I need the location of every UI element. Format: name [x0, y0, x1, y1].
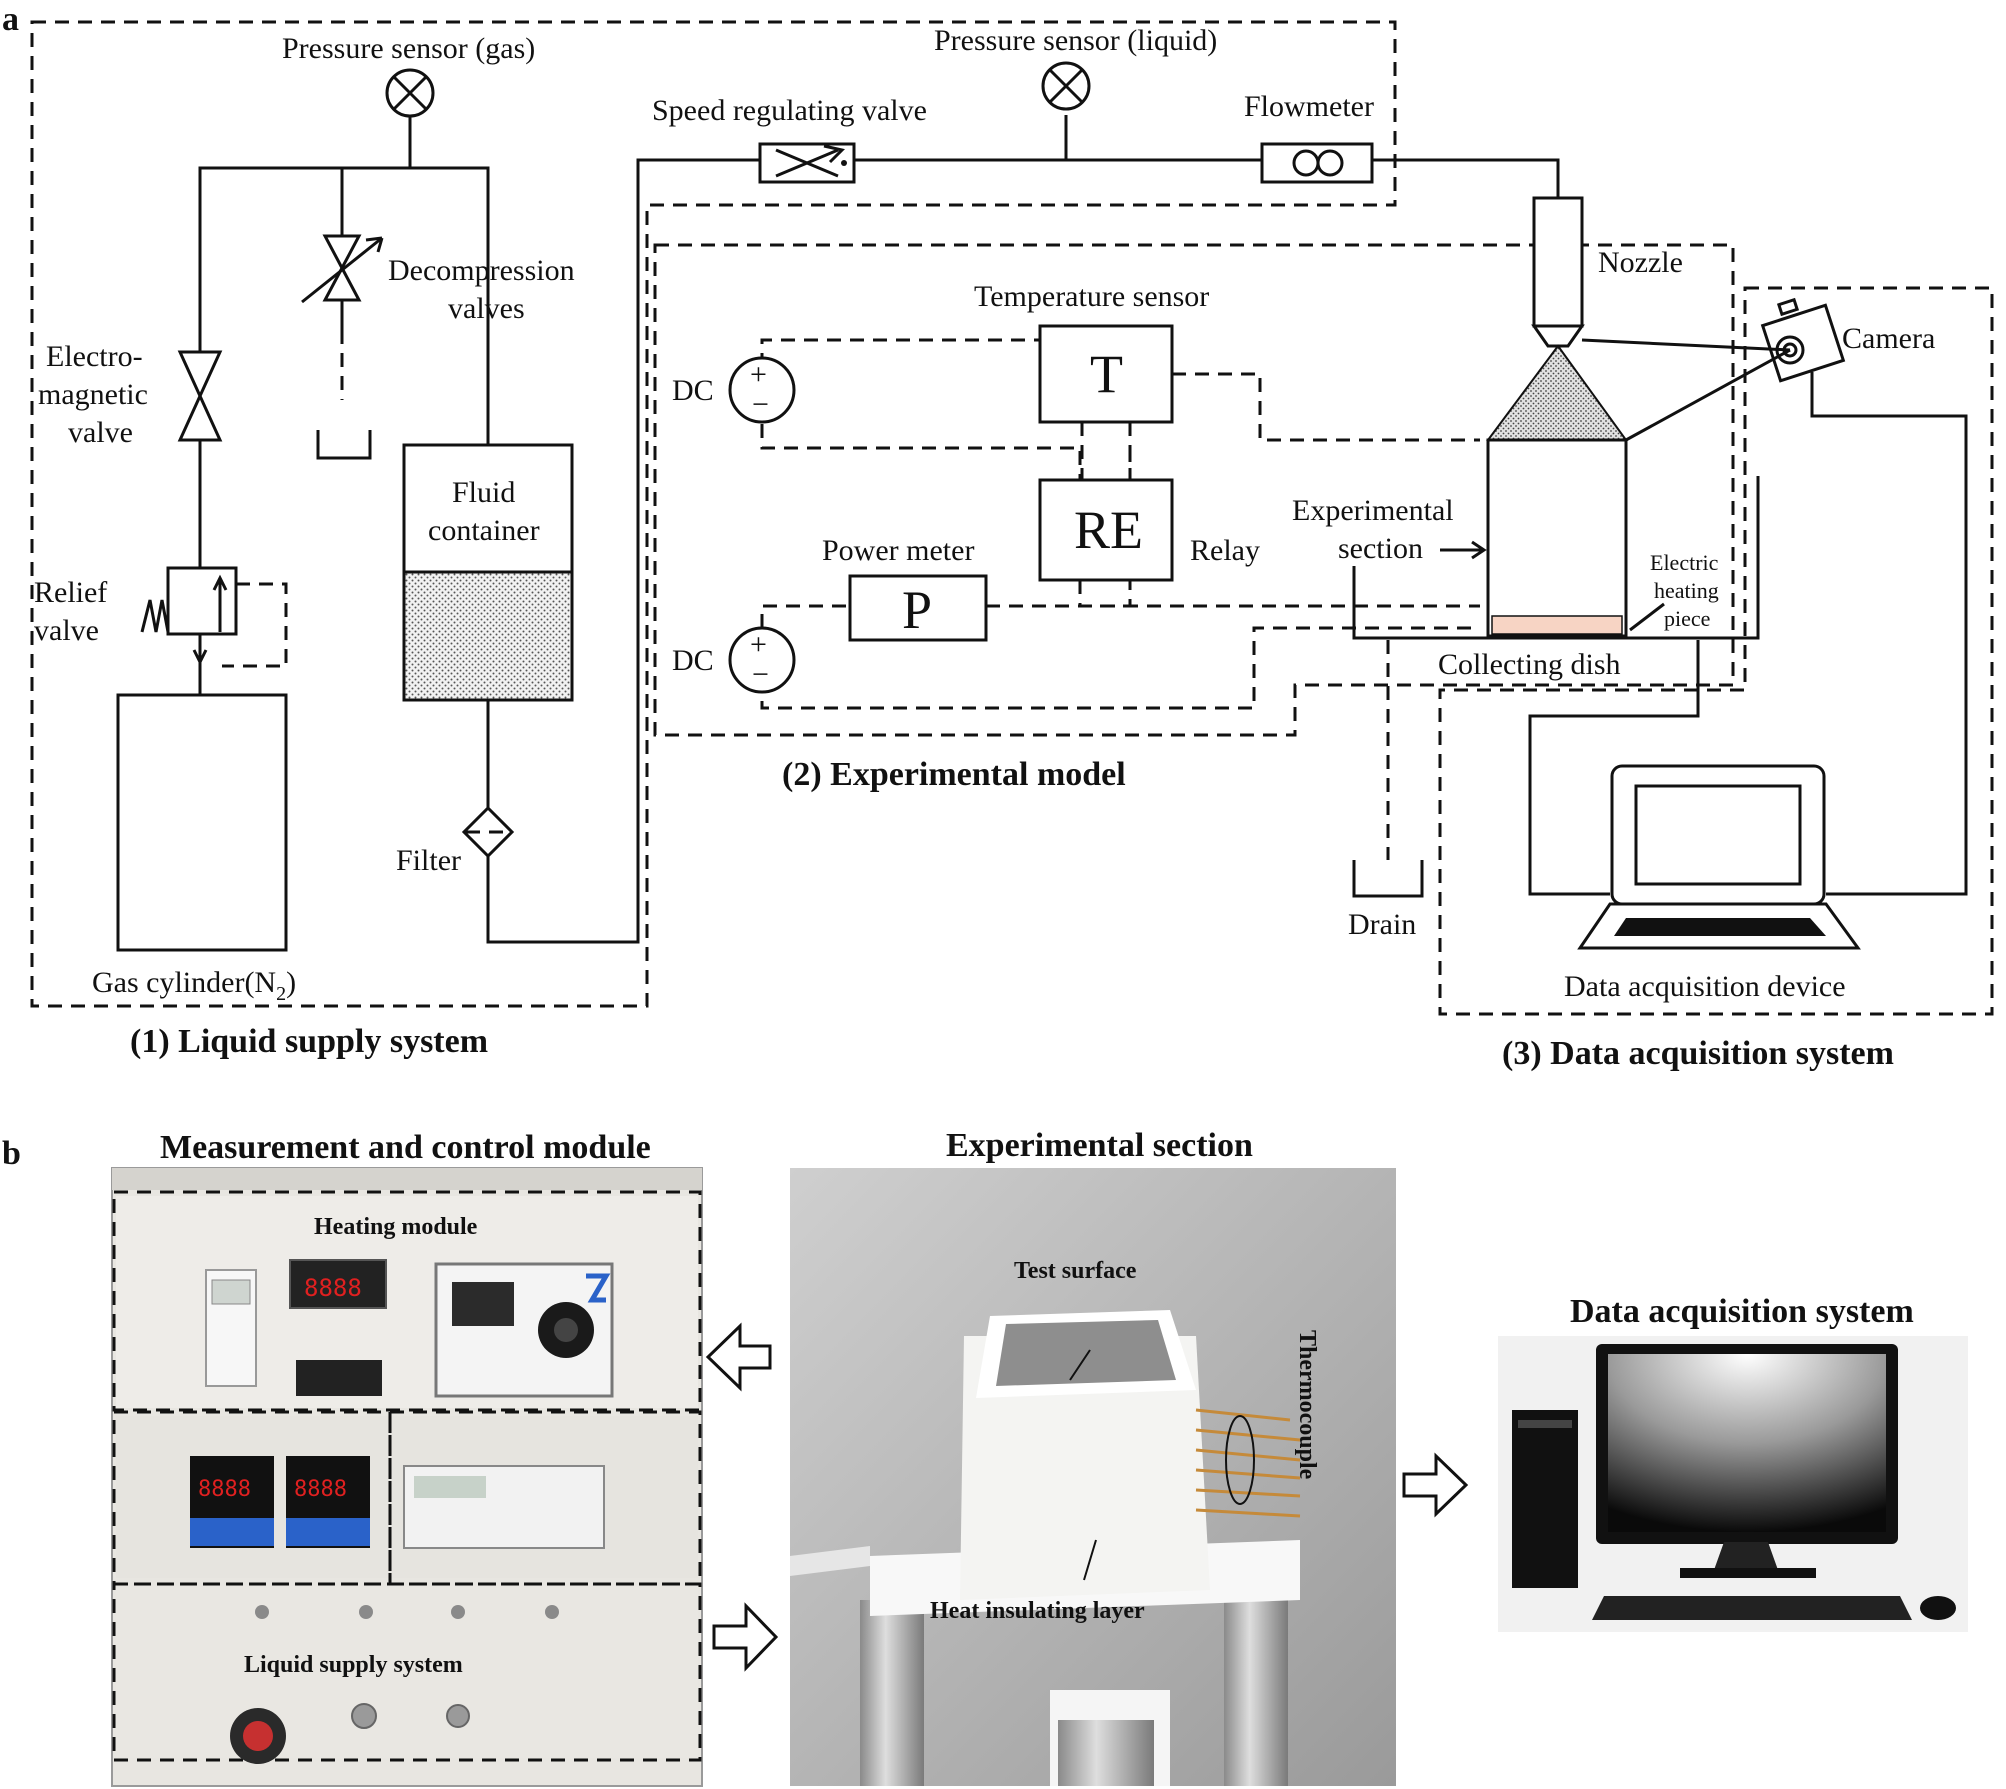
fluid-container-label-2: container — [428, 514, 540, 547]
dc-source-1: + − — [728, 356, 796, 424]
temp-sensor-label: Temperature sensor — [974, 280, 1209, 313]
pressure-sensor-gas-label: Pressure sensor (gas) — [282, 32, 535, 65]
collecting-dish — [1352, 476, 1760, 640]
experimental-section-title: Experimental section — [946, 1127, 1253, 1164]
heating-module-label: Heating module — [314, 1214, 478, 1240]
fluid-container-label-1: Fluid — [452, 476, 515, 509]
relay — [1038, 478, 1174, 582]
power-meter — [848, 574, 988, 642]
em-valve-label-2: magnetic — [38, 378, 148, 411]
flowmeter — [1260, 142, 1374, 184]
arrow-right-icon — [1402, 1452, 1469, 1518]
dc-label-2: DC — [672, 644, 714, 677]
heating-piece — [1491, 615, 1623, 635]
exp-section-label-2: section — [1338, 532, 1423, 565]
drain-label: Drain — [1348, 908, 1416, 941]
nozzle-label: Nozzle — [1598, 246, 1683, 279]
power-meter-label: Power meter — [822, 534, 974, 567]
heating-module-outline — [112, 1190, 702, 1412]
nozzle — [1531, 196, 1585, 348]
test-surface-label: Test surface — [1014, 1258, 1137, 1284]
heat-insulating-label: Heat insulating layer — [930, 1598, 1145, 1624]
pressure-sensor-liquid-label: Pressure sensor (liquid) — [934, 24, 1217, 57]
relief-valve-label-2: valve — [34, 614, 99, 647]
data-acquisition-boundary — [1438, 286, 1994, 1016]
experimental-model-boundary — [653, 243, 1735, 737]
panel-b-letter: b — [2, 1135, 21, 1172]
relief-valve — [140, 566, 288, 668]
camera-cable — [1810, 372, 1968, 896]
daq-photo-title: Data acquisition system — [1570, 1293, 1914, 1330]
decompression-label-1: Decompression — [388, 254, 575, 287]
panel-a-letter: a — [2, 1, 19, 38]
pressure-sensor-liquid — [1041, 61, 1091, 111]
dc-label-1: DC — [672, 374, 714, 407]
temp-symbol: T — [1090, 344, 1123, 404]
temp-relay-link — [1080, 422, 1132, 480]
measurement-panel: 8888 8888 — [112, 1410, 702, 1586]
relief-valve-label-1: Relief — [34, 576, 107, 609]
experimental-section-photo — [790, 1168, 1396, 1786]
experimental-model-title: (2) Experimental model — [782, 756, 1126, 793]
svg-text:8888: 8888 — [198, 1477, 251, 1502]
heating-label-3: piece — [1664, 606, 1710, 631]
camera-label: Camera — [1842, 322, 1935, 355]
collecting-dish-label: Collecting dish — [1438, 648, 1621, 681]
flowmeter-label: Flowmeter — [1244, 90, 1374, 123]
em-valve-label-1: Electro- — [46, 340, 143, 373]
heating-label-2: heating — [1654, 578, 1719, 603]
gas-cylinder — [116, 693, 288, 952]
svg-text:+: + — [750, 358, 767, 391]
power-symbol: P — [902, 580, 932, 640]
heating-pointer — [1629, 602, 1665, 632]
heating-label-1: Electric — [1650, 550, 1719, 575]
fluid-container — [402, 443, 574, 702]
svg-text:−: − — [752, 388, 769, 421]
data-acquisition-title: (3) Data acquisition system — [1502, 1035, 1894, 1072]
thermocouple-label: Thermocouple — [1294, 1330, 1320, 1480]
liquid-supply-panel — [112, 1582, 702, 1764]
relay-symbol: RE — [1074, 500, 1143, 560]
system-boundaries — [30, 20, 1994, 1016]
experimental-section — [1486, 438, 1628, 638]
daq-computer-icon — [1528, 640, 1861, 950]
daq-device-label: Data acquisition device — [1564, 970, 1846, 1003]
svg-text:−: − — [752, 658, 769, 691]
control-module-photo: 8888 8888 8888 — [111, 1167, 703, 1787]
gas-cylinder-label: Gas cylinder(N2) — [92, 966, 296, 1005]
exp-section-label-1: Experimental — [1292, 494, 1454, 527]
daq-system-photo — [1498, 1336, 1968, 1632]
dc-source-2: + − — [728, 626, 796, 694]
arrow-left-icon — [705, 1322, 772, 1392]
relay-label: Relay — [1190, 534, 1260, 567]
svg-text:8888: 8888 — [294, 1477, 347, 1502]
arrow-right-icon — [712, 1602, 779, 1672]
liquid-supply-boundary — [30, 20, 1397, 1008]
svg-text:8888: 8888 — [304, 1274, 362, 1302]
speed-valve-label: Speed regulating valve — [652, 94, 927, 127]
liquid-line — [461, 115, 1560, 944]
svg-text:+: + — [750, 628, 767, 661]
pressure-sensor-gas — [385, 68, 435, 118]
measurement-title: Measurement and control module — [160, 1129, 651, 1166]
em-valve-label-3: valve — [68, 416, 133, 449]
heating-module-panel: 8888 — [112, 1190, 702, 1412]
filter-label: Filter — [396, 844, 461, 877]
exp-section-arrow — [1440, 540, 1487, 560]
spray-cone — [1486, 344, 1628, 441]
camera-icon — [1581, 297, 1846, 442]
electromagnetic-valve — [177, 350, 223, 442]
drain — [1352, 640, 1424, 898]
decompression-valve — [301, 234, 384, 460]
speed-regulating-valve — [758, 142, 856, 184]
liquid-supply-title: (1) Liquid supply system — [130, 1023, 488, 1060]
temperature-sensor — [1038, 324, 1174, 424]
liquid-supply-photo-label: Liquid supply system — [244, 1652, 463, 1678]
decompression-label-2: valves — [448, 292, 525, 325]
